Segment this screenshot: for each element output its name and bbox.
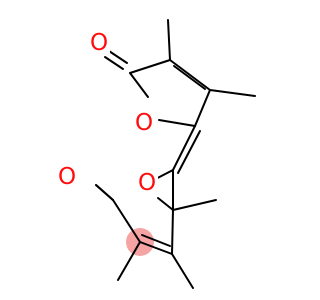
atom-o-carbonyl-top: O [88, 30, 110, 56]
bond [167, 19, 171, 61]
bond [194, 89, 211, 127]
bond [129, 72, 149, 98]
bond [117, 241, 141, 281]
atom-o-ring-top: O [133, 110, 155, 136]
bond [177, 130, 201, 174]
bond [209, 89, 256, 97]
atom-o-carbonyl-bottom: O [56, 164, 78, 190]
atom-label-o: O [138, 170, 156, 196]
structure-diagram: O O O O [56, 19, 256, 289]
atom-label-o: O [58, 164, 76, 190]
bond [171, 209, 174, 255]
bond [172, 199, 217, 211]
bond [157, 197, 174, 211]
atom-label-o: O [90, 30, 108, 56]
bond [158, 119, 196, 127]
bond [171, 253, 194, 289]
upper-lactone-ring [104, 19, 256, 174]
bond [108, 50, 128, 64]
bond [95, 184, 114, 201]
bond [139, 241, 173, 255]
bond [173, 65, 206, 90]
bond [169, 59, 211, 91]
atom-o-ring-bottom: O [136, 170, 158, 196]
bond [104, 56, 124, 70]
bond [112, 199, 141, 243]
bond [172, 125, 196, 171]
atom-label-o: O [135, 110, 153, 136]
bond [141, 234, 171, 247]
bond [129, 59, 171, 74]
lower-lactone-ring [95, 169, 217, 289]
